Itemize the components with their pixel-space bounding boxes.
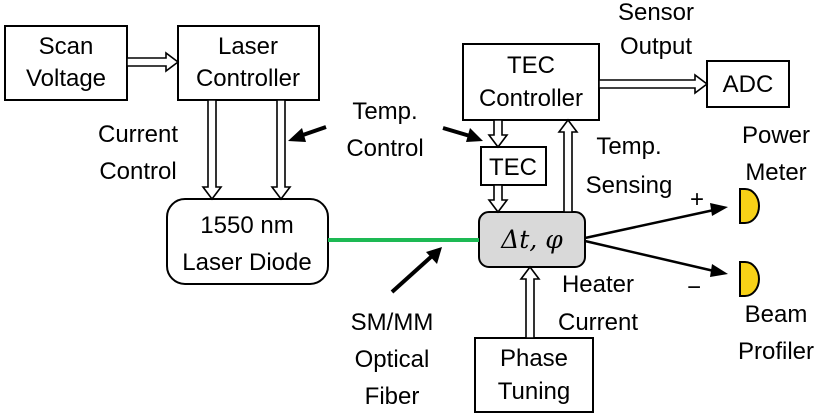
adc-label: ADC [723, 71, 774, 98]
phase-tuning-label-line1: Phase [500, 345, 568, 372]
scan-voltage-box: Scan Voltage [4, 25, 128, 101]
beam-profiler-detector-icon [739, 261, 760, 297]
minus-sign: − [687, 274, 701, 301]
power-meter-label: Power Meter [742, 122, 810, 186]
heater-current-label: Heater Current [558, 271, 638, 336]
optical-fiber-line1: SM/MM [351, 309, 434, 336]
plus-sign: + [690, 186, 704, 213]
tec-box: TEC [480, 146, 547, 186]
tec-to-device-arrow [487, 184, 509, 214]
tec-label: TEC [489, 154, 537, 181]
beam-profiler-line2: Profiler [738, 338, 814, 365]
temp-sensing-arrow [557, 118, 579, 213]
tec-controller-to-tec-arrow [487, 119, 509, 149]
scan-to-laser-controller-arrow [126, 51, 180, 73]
tec-controller-label-line1: TEC [507, 52, 555, 79]
temp-control-line2: Control [346, 135, 423, 162]
beam-profiler-line1: Beam [745, 301, 808, 328]
output-arrow-minus [584, 239, 728, 277]
laser-controller-label-line1: Laser [218, 33, 278, 60]
current-control-label: Current Control [98, 121, 178, 185]
phase-tuning-box: Phase Tuning [474, 337, 594, 413]
current-control-line1: Current [98, 121, 178, 148]
output-arrow-plus [584, 203, 728, 240]
tec-controller-label-line2: Controller [479, 85, 583, 112]
heater-current-line1: Heater [562, 271, 634, 298]
scan-voltage-label-line1: Scan [39, 33, 94, 60]
fiber-pointer [390, 247, 442, 294]
temp-control-line1: Temp. [352, 98, 417, 125]
laser-controller-label-line2: Controller [196, 65, 300, 92]
temp-sensing-label: Temp. Sensing [586, 133, 673, 199]
phase-tuning-label-line2: Tuning [498, 378, 571, 405]
laser-controller-box: Laser Controller [177, 25, 320, 101]
laser-diode-label-line2: Laser Diode [182, 249, 311, 276]
current-control-arrow-left [201, 99, 223, 201]
temp-control-pointer-left [288, 125, 327, 142]
heater-current-line2: Current [558, 309, 638, 336]
adc-box: ADC [706, 60, 790, 108]
optical-fiber-line2: Optical [355, 346, 430, 373]
power-meter-line2: Meter [745, 159, 806, 186]
device-box: Δt, φ [478, 211, 586, 268]
beam-profiler-label: Beam Profiler [738, 301, 814, 365]
sensor-output-line2: Output [620, 33, 692, 60]
laser-diode-label-line1: 1550 nm [200, 212, 293, 239]
tec-controller-to-adc-arrow [598, 73, 709, 95]
temp-sensing-line2: Sensing [586, 172, 673, 199]
current-control-arrow-right [270, 99, 292, 201]
power-meter-line1: Power [742, 122, 810, 149]
heater-current-arrow [519, 265, 541, 339]
laser-diode-box: 1550 nm Laser Diode [166, 198, 329, 285]
current-control-line2: Control [99, 158, 176, 185]
sensor-output-label: Sensor Output [618, 0, 694, 60]
optical-fiber-line3: Fiber [365, 383, 420, 410]
scan-voltage-label-line2: Voltage [26, 65, 106, 92]
temp-sensing-line1: Temp. [596, 133, 661, 160]
sensor-output-line1: Sensor [618, 0, 694, 26]
optical-fiber-label: SM/MM Optical Fiber [351, 309, 434, 410]
temp-control-pointer-right [442, 126, 483, 142]
power-meter-detector-icon [739, 188, 760, 224]
temp-control-label: Temp. Control [346, 98, 423, 162]
device-label: Δt, φ [500, 225, 563, 254]
tec-controller-box: TEC Controller [462, 43, 600, 121]
